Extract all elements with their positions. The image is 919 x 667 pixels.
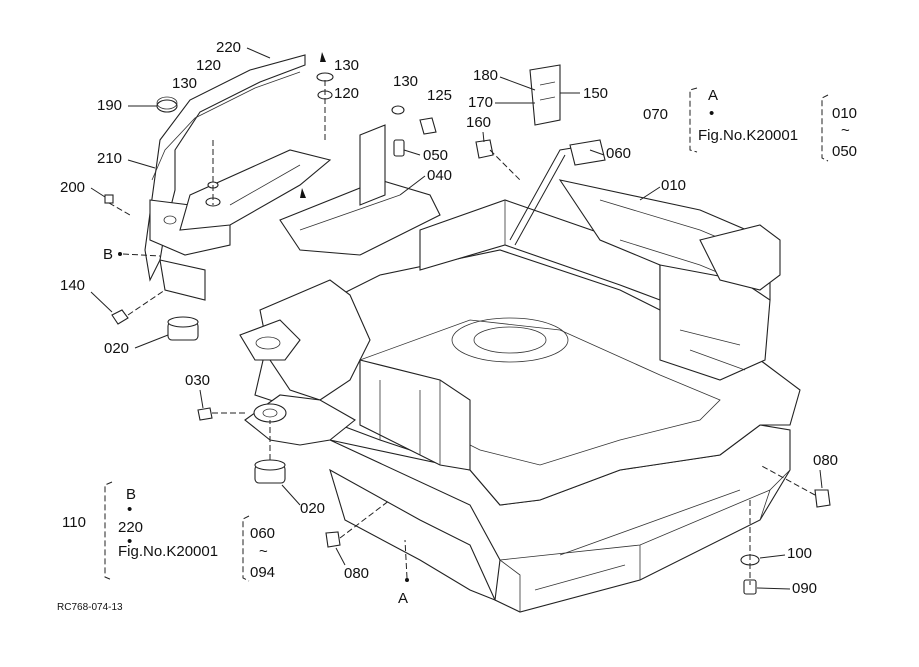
callout-170: 170 [468, 94, 493, 111]
callout-210: 210 [97, 150, 122, 167]
callout-080-bottom: 080 [344, 565, 369, 582]
callout-labels: 220 130 120 190 210 200 140 020 030 020 … [60, 39, 838, 597]
callout-100: 100 [787, 545, 812, 562]
reference-a: A • Fig.No.K20001 010 ~ 050 [689, 87, 857, 162]
callout-125: 125 [427, 87, 452, 104]
ref-b-letter: B [126, 486, 136, 503]
marker-b: B [103, 246, 113, 263]
ref-a-letter: A [708, 87, 718, 104]
callout-090: 090 [792, 580, 817, 597]
ref-a-range-bottom: 050 [832, 143, 857, 160]
drawing-code: RC768-074-13 [57, 602, 123, 613]
ref-b-dot: • [127, 501, 132, 518]
callout-150: 150 [583, 85, 608, 102]
section-markers: B A [103, 246, 409, 607]
callout-180: 180 [473, 67, 498, 84]
callout-120-left: 120 [196, 57, 221, 74]
ref-a-range-top: 010 [832, 105, 857, 122]
callout-120-mid: 120 [334, 85, 359, 102]
reference-b: B • 220 • Fig.No.K20001 060 ~ 094 [104, 481, 275, 582]
callout-060: 060 [606, 145, 631, 162]
callout-010: 010 [661, 177, 686, 194]
small-parts [104, 52, 831, 595]
callout-080-right: 080 [813, 452, 838, 469]
callout-020-lower: 020 [300, 500, 325, 517]
callout-050: 050 [423, 147, 448, 164]
callout-020-upper: 020 [104, 340, 129, 357]
callout-130-right: 130 [393, 73, 418, 90]
callout-200: 200 [60, 179, 85, 196]
ref-b-range-bottom: 094 [250, 564, 275, 581]
callout-140: 140 [60, 277, 85, 294]
ref-b-dot-2: • [127, 533, 132, 550]
ref-b-fig: Fig.No.K20001 [118, 543, 218, 560]
ref-b-range-sep: ~ [259, 543, 268, 560]
ref-a-fig: Fig.No.K20001 [698, 127, 798, 144]
marker-a: A [398, 590, 408, 607]
callout-110: 110 [62, 514, 86, 531]
callout-040: 040 [427, 167, 452, 184]
callout-130-mid: 130 [334, 57, 359, 74]
callout-190: 190 [97, 97, 122, 114]
callout-130-left: 130 [172, 75, 197, 92]
ref-b-part: 220 [118, 519, 143, 536]
callout-030: 030 [185, 372, 210, 389]
frame-assembly [144, 54, 801, 613]
ref-a-dot: • [709, 105, 714, 122]
callout-160: 160 [466, 114, 491, 131]
ref-a-range-sep: ~ [841, 122, 850, 139]
callout-070: 070 [643, 106, 668, 123]
ref-b-range-top: 060 [250, 525, 275, 542]
callout-220-top: 220 [216, 39, 241, 56]
